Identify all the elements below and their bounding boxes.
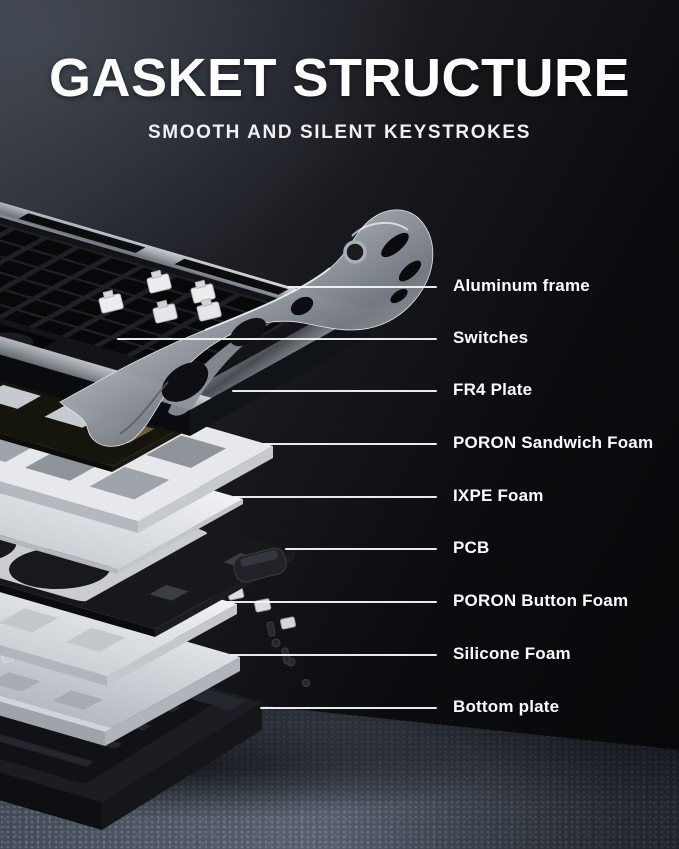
callout-pcb: PCB (0, 538, 679, 560)
callout-label: PORON Button Foam (453, 591, 629, 610)
header: GASKET STRUCTURE SMOOTH AND SILENT KEYST… (0, 50, 679, 144)
callout-line (230, 654, 437, 656)
callout-line (287, 286, 437, 288)
callout-label: Silicone Foam (453, 644, 571, 663)
callout-line (233, 496, 437, 498)
callout-label: FR4 Plate (453, 380, 533, 399)
switches-group (98, 269, 222, 324)
callout-line (117, 338, 437, 340)
page-subtitle: SMOOTH AND SILENT KEYSTROKES (148, 121, 531, 143)
layer-aluminum-frame (0, 120, 370, 436)
screws-group (266, 621, 310, 687)
callout-bottom-plate: Bottom plate (0, 697, 679, 719)
callout-label: PCB (453, 538, 490, 557)
callout-fr4-plate: FR4 Plate (0, 380, 679, 402)
callout-label: PORON Sandwich Foam (453, 433, 654, 452)
callout-label: Switches (453, 328, 529, 347)
page-title: GASKET STRUCTURE (48, 48, 630, 108)
callout-label: Bottom plate (453, 697, 560, 716)
callout-line (263, 443, 437, 445)
callout-label: IXPE Foam (453, 486, 544, 505)
callout-label: Aluminum frame (453, 276, 590, 295)
callout-line (285, 548, 437, 550)
callout-line (260, 707, 437, 709)
callout-silicone-foam: Silicone Foam (0, 644, 679, 666)
callout-aluminum-frame: Aluminum frame (0, 276, 679, 298)
callout-poron-button-foam: PORON Button Foam (0, 591, 679, 613)
callout-line (227, 601, 437, 603)
callout-ixpe-foam: IXPE Foam (0, 486, 679, 508)
callout-line (232, 390, 437, 392)
callout-switches: Switches (0, 328, 679, 350)
callout-poron-sandwich-foam: PORON Sandwich Foam (0, 433, 679, 455)
